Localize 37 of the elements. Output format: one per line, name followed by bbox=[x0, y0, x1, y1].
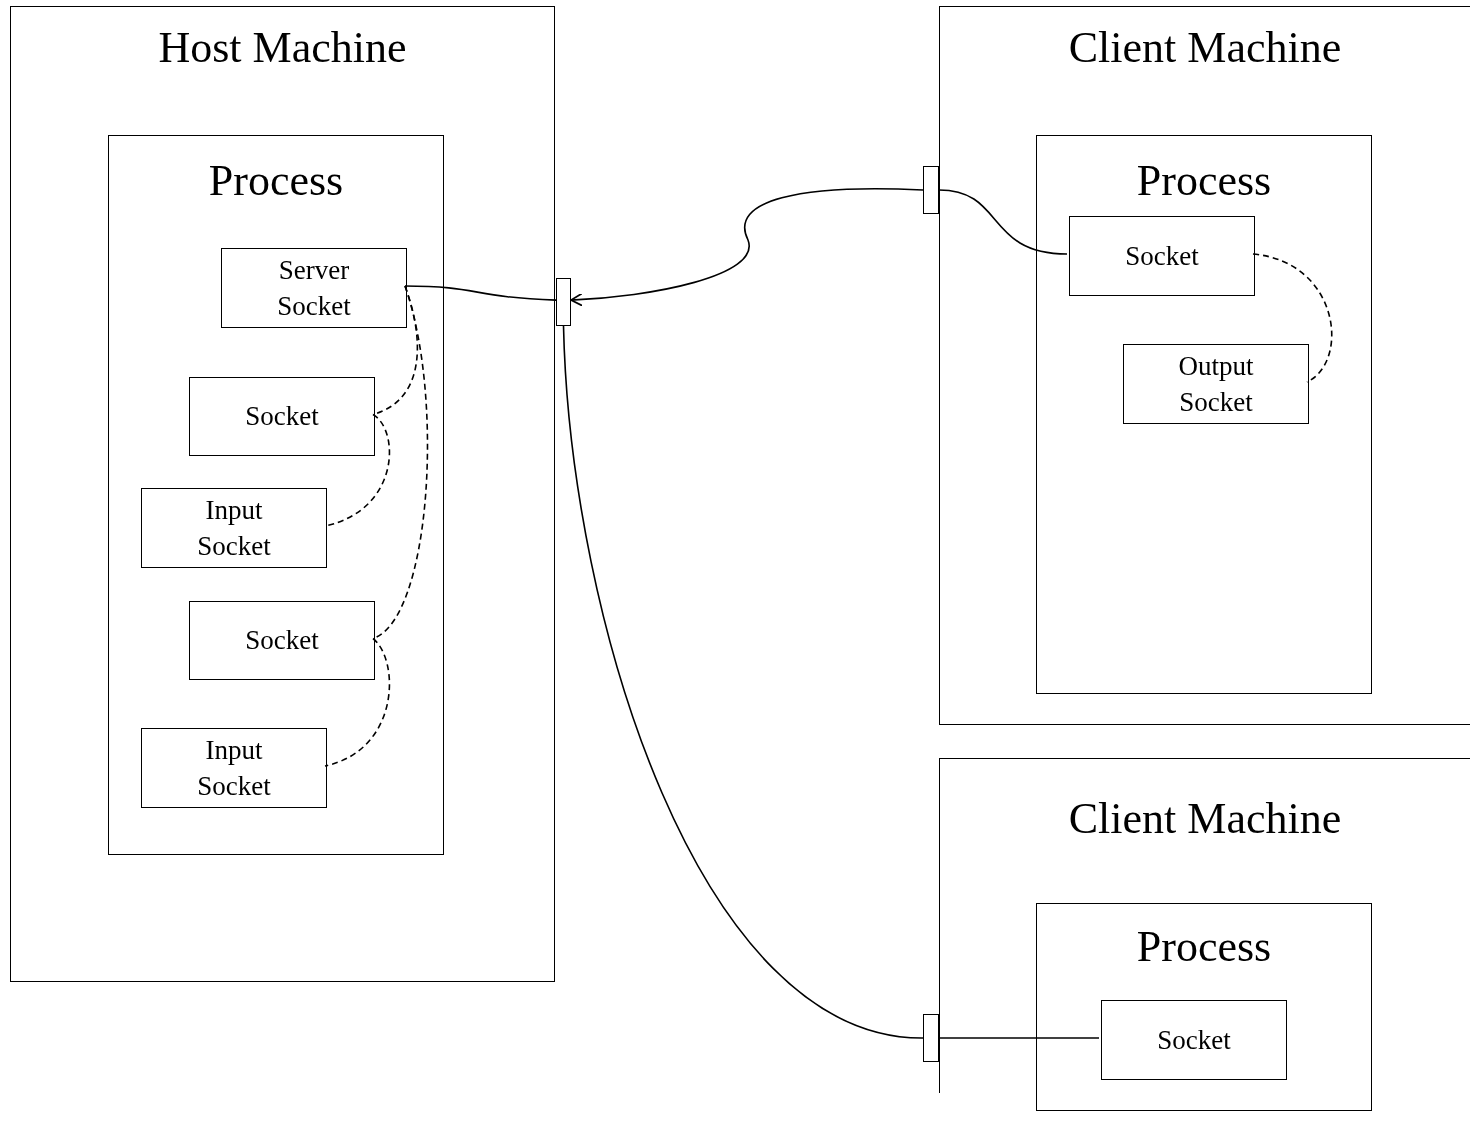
socket-label: Socket bbox=[1124, 239, 1200, 273]
connector bbox=[324, 637, 391, 767]
port-box bbox=[923, 1014, 939, 1062]
socket-box bbox=[1101, 1000, 1287, 1080]
machine-box bbox=[10, 6, 555, 982]
connector bbox=[562, 325, 924, 1039]
box-title: Client Machine bbox=[1068, 24, 1342, 73]
process-box bbox=[108, 135, 444, 855]
machine-box bbox=[939, 6, 1470, 725]
process-box bbox=[1036, 135, 1372, 694]
box-title: Client Machine bbox=[1068, 795, 1342, 844]
port-box bbox=[556, 278, 571, 326]
socket-label: Socket bbox=[244, 400, 320, 434]
connector bbox=[938, 189, 1068, 255]
connector bbox=[404, 285, 557, 301]
box-title: Process bbox=[208, 157, 344, 206]
socket-label: Output Socket bbox=[1177, 349, 1255, 419]
process-box bbox=[1036, 903, 1372, 1111]
socket-box bbox=[141, 728, 327, 808]
connector bbox=[1252, 253, 1333, 383]
socket-box bbox=[221, 248, 407, 328]
socket-label: Input Socket bbox=[196, 733, 272, 803]
box-title: Process bbox=[1136, 157, 1272, 206]
box-title: Process bbox=[1136, 923, 1272, 972]
socket-box bbox=[141, 488, 327, 568]
socket-label: Input Socket bbox=[196, 493, 272, 563]
socket-box bbox=[189, 601, 375, 680]
socket-label: Socket bbox=[1156, 1023, 1232, 1057]
connector bbox=[938, 1037, 1100, 1039]
socket-label: Server Socket bbox=[276, 253, 352, 323]
socket-box bbox=[189, 377, 375, 456]
box-title: Host Machine bbox=[158, 24, 407, 73]
socket-label: Socket bbox=[244, 624, 320, 658]
port-box bbox=[923, 166, 939, 214]
socket-box bbox=[1069, 216, 1255, 296]
socket-box bbox=[1123, 344, 1309, 424]
connector bbox=[570, 188, 924, 307]
